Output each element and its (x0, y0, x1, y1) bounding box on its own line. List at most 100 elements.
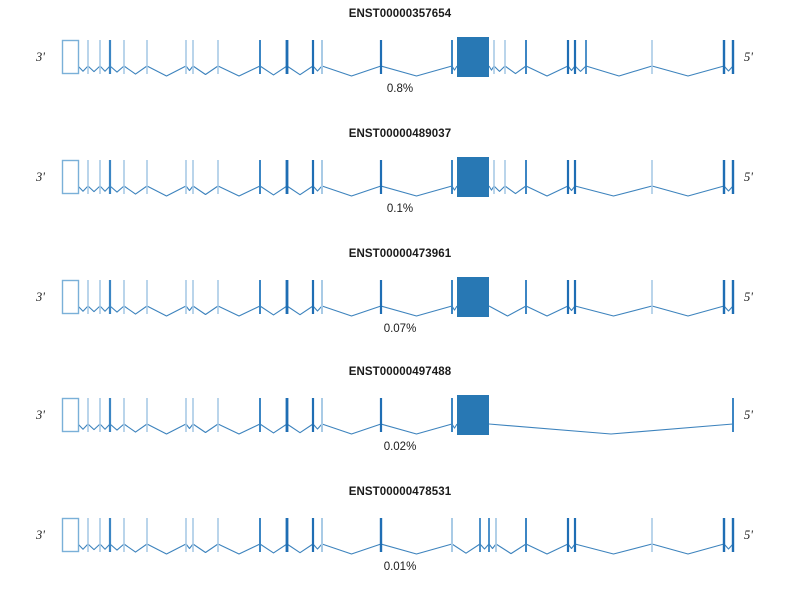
intron-segment (723, 65, 734, 72)
exon-bar (573, 40, 577, 74)
exon-bar (451, 280, 453, 314)
transcript-id-label: ENST00000357654 (348, 8, 452, 20)
intron-segment (123, 185, 148, 195)
exon-bar (259, 518, 261, 552)
intron-segment (488, 423, 734, 435)
intron-segment (185, 185, 194, 192)
three-prime-label: 3' (36, 290, 45, 304)
transcript-track (61, 517, 735, 555)
three-prime-label: 3' (36, 528, 45, 542)
exon-bar (731, 280, 735, 314)
intron-segment (312, 543, 323, 550)
exon-bar (87, 160, 89, 194)
intron-segment (286, 185, 314, 196)
intron-segment (525, 185, 569, 197)
exon-bar (217, 280, 219, 314)
intron-segment (185, 543, 194, 550)
intron-segment (99, 185, 111, 192)
exon-bar (379, 40, 383, 74)
intron-lines (77, 65, 734, 77)
exon-bar (311, 398, 315, 432)
exon-bar (525, 280, 527, 314)
intron-segment (380, 305, 453, 317)
intron-segment (286, 423, 314, 434)
intron-segment (217, 543, 261, 555)
intron-segment (380, 185, 453, 197)
exon-bar (192, 40, 194, 74)
transcript-id-label: ENST00000478531 (348, 486, 452, 498)
transcript-percent-label: 0.1% (386, 203, 414, 215)
intron-segment (574, 65, 587, 72)
intron-segment (321, 423, 382, 435)
exon-bar (87, 280, 89, 314)
intron-segment (321, 65, 382, 77)
exon-bar (722, 160, 726, 194)
exon-bar (108, 160, 112, 194)
exon-bar (311, 518, 315, 552)
exon-bar (285, 280, 289, 314)
intron-segment (380, 423, 453, 435)
exon-bar (87, 518, 89, 552)
intron-segment (488, 185, 495, 191)
intron-segment (479, 543, 490, 550)
exon-bars (87, 160, 735, 194)
exon-bar (146, 40, 148, 74)
exon-bar (108, 280, 112, 314)
exon-bar (99, 518, 101, 552)
intron-segment (493, 185, 506, 192)
exon-bar (488, 518, 490, 552)
coding-exon-block (457, 395, 489, 435)
intron-segment (77, 65, 89, 72)
exon-bar (566, 160, 570, 194)
exon-bar (285, 518, 289, 552)
intron-segment (574, 305, 653, 317)
exon-bar (566, 280, 570, 314)
exon-bar (192, 280, 194, 314)
intron-lines (77, 305, 734, 317)
five-prime-label: 5' (744, 50, 753, 64)
intron-segment (321, 305, 382, 317)
exon-bar (87, 398, 89, 432)
exon-bars (87, 280, 735, 314)
intron-segment (146, 543, 187, 555)
exon-bar (108, 40, 112, 74)
transcript-percent-label: 0.01% (383, 561, 417, 573)
transcript-percent-label: 0.07% (383, 323, 417, 335)
intron-segment (185, 65, 194, 72)
intron-segment (185, 423, 194, 430)
exon-bar (259, 398, 261, 432)
exon-bar (285, 160, 289, 194)
exon-bar (185, 280, 187, 314)
intron-segment (146, 423, 187, 435)
intron-segment (567, 65, 576, 72)
intron-segment (109, 423, 125, 431)
utr-box (61, 39, 80, 75)
exon-bar (585, 40, 587, 74)
intron-segment (525, 543, 569, 555)
intron-segment (504, 185, 527, 195)
exon-bar (651, 518, 653, 552)
intron-segment (651, 65, 725, 77)
intron-segment (651, 543, 725, 555)
intron-segment (123, 65, 148, 75)
intron-segment (585, 65, 653, 77)
exon-bar (192, 160, 194, 194)
exon-bars (87, 398, 734, 432)
exon-bar (99, 398, 101, 432)
exon-bar (123, 398, 125, 432)
intron-segment (109, 65, 125, 73)
intron-segment (87, 65, 101, 73)
exon-bar (108, 518, 112, 552)
exon-bar (321, 280, 323, 314)
intron-segment (259, 185, 288, 196)
three-prime-label: 3' (36, 170, 45, 184)
exon-bar (504, 160, 506, 194)
exon-bar (379, 160, 383, 194)
intron-lines (77, 185, 734, 197)
exon-bar (731, 518, 735, 552)
exon-bar (451, 518, 453, 552)
exon-bar (146, 398, 148, 432)
